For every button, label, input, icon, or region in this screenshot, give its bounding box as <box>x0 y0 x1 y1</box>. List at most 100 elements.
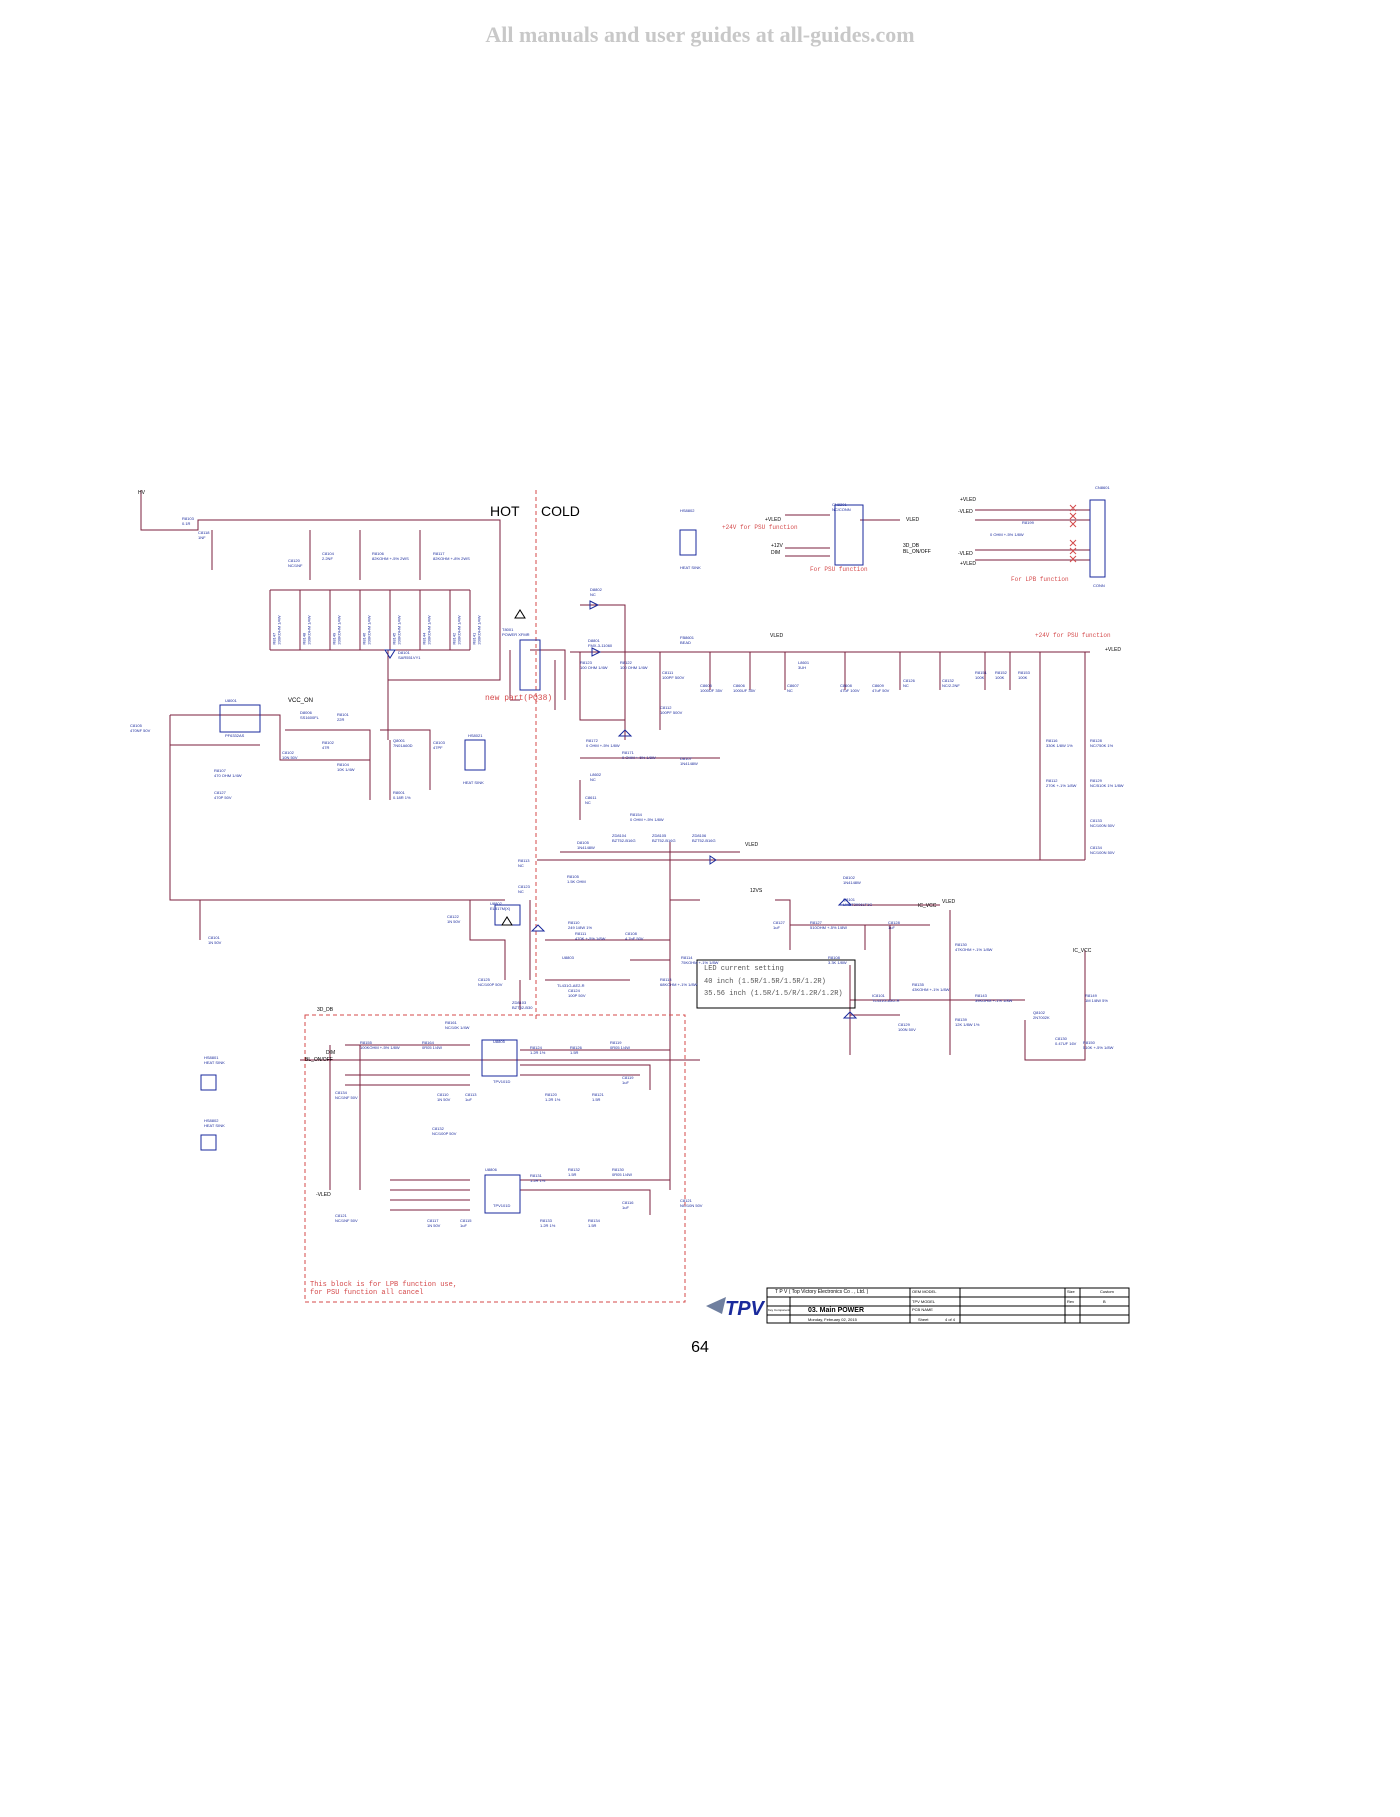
note-lpb-block-2: for PSU function all cancel <box>310 1289 424 1297</box>
r8110-label: R8110 249 1/8W 1% <box>568 920 593 930</box>
c8117-label: C8117 1N 50V <box>427 1218 441 1228</box>
r8152-label: R8152 100K <box>995 670 1007 680</box>
net-vled-minus-cn2: -VLED <box>958 509 973 515</box>
ic8101-label: IC8101 TL431G-AE2-R <box>872 993 900 1003</box>
tpv101d-2-label: TPV101D <box>493 1203 511 1208</box>
conn-label: CONN <box>1093 583 1105 588</box>
r8122-label: R8122 100 OHM 1/4W <box>620 660 648 670</box>
c8134-label: C8134 NC/100N 50V <box>1090 845 1115 855</box>
c8127-label: C8127 470P 50V <box>214 790 232 800</box>
title-main: 03. Main POWER <box>808 1307 865 1314</box>
title-date: Monday, February 02, 2015 <box>808 1317 857 1322</box>
r8116-label: R8116 330K 1/8W 1% <box>1046 738 1073 748</box>
c8123-label: C8123 NC <box>518 884 530 894</box>
u8001-label: U8001 <box>225 698 237 703</box>
u8805-label: U8805 <box>493 1039 505 1044</box>
led-current-3556: 35.56 inch (1.5R/1.5/R/1.2R/1.2R) <box>704 990 843 998</box>
c8110-label: C8110 1N 50V <box>437 1092 451 1102</box>
r8128-label: R8128 NC/750K 1% <box>1090 738 1114 748</box>
c8132b-label: C8132 NC/100P 50V <box>432 1126 457 1136</box>
title-oem-model: OEM MODEL <box>912 1289 937 1294</box>
c8121-label: C8121 NC/1NF 50V <box>335 1213 358 1223</box>
resistor-bank-7: R8142 200KOHM 1/4W <box>451 615 462 645</box>
r8139-label: R8139 12K 1/8W 1% <box>955 1017 980 1027</box>
zd8103-label: ZD8103 BZT52-B30 <box>512 1000 533 1010</box>
c8122-label: C8122 1N 50V <box>447 914 461 924</box>
r8114-label: R8114 75KOHM +-1% 1/8W <box>681 955 719 965</box>
r8134-label: R8134 1.5R <box>588 1218 600 1228</box>
u8806-label: U8806 <box>485 1167 497 1172</box>
r8103-label: R8103 0.1R <box>182 516 194 526</box>
r8154-label: R8154 0 OHM +-5% 1/8W <box>630 812 664 822</box>
c8609-label: C8609 47uF 50V <box>872 683 890 693</box>
c8105-label: C8105 470NF 50V <box>130 723 151 733</box>
r8121-label: R8121 1.5R <box>592 1092 604 1102</box>
c8124-label: C8124 100P 50V <box>568 988 586 998</box>
r8113-label: R8113 NC <box>518 858 530 868</box>
heat-sink-label: HEAT SINK <box>463 780 484 785</box>
resistor-bank-8: R8141 200KOHM 1/4W <box>471 615 482 645</box>
r8164-label: R8164 0R05 1/4W <box>422 1040 443 1050</box>
r8120-label: R8120 1.2R 1% <box>545 1092 561 1102</box>
tpv101d-label: TPV101D <box>493 1079 511 1084</box>
title-company: T P V ( Top Victory Electronics Co . , L… <box>775 1289 869 1295</box>
r8108-label: R8108 3.3K 1/8W <box>828 955 847 965</box>
r8124-label: R8124 1.2R 1% <box>530 1045 546 1055</box>
r8151-label: R8151 100K <box>975 670 987 680</box>
resistor-bank-2: R8148 200KOHM 1/4W <box>301 615 312 645</box>
c8118-label: C8118 1NF <box>198 530 210 540</box>
r8199-label: R8199 <box>1022 520 1034 525</box>
hs8802-label: HS8802 <box>680 508 695 513</box>
l8602-label: L8602 NC <box>590 772 602 782</box>
r8107-label: R8107 470 OHM 1/4W <box>214 768 242 778</box>
net-3d-db: 3D_DB <box>317 1007 334 1013</box>
title-tpv-model: TPV MODEL <box>912 1299 936 1304</box>
note-24v-psu-right: +24V for PSU function <box>1035 632 1111 639</box>
r8199-value: 0 OHM +-5% 1/8W <box>990 532 1024 537</box>
note-lpb-block-1: This block is for LPB function use, <box>310 1281 458 1289</box>
c8130-label: C8130 0.47UF 16V <box>1055 1036 1077 1046</box>
c8605-label: C8605 1000UF 35V <box>700 683 723 693</box>
d8107-label: D8107 1N4148W <box>680 756 698 766</box>
c8115-label: C8115 1uF <box>460 1218 472 1228</box>
note-new-part: new part(PQ38) <box>485 694 553 703</box>
c8128-label: C8128 1uF <box>888 920 900 930</box>
net-vled-1: VLED <box>770 633 784 639</box>
r8172-label: R8172 0 OHM +-5% 1/8W <box>586 738 620 748</box>
r8102-label: R8102 47R <box>322 740 334 750</box>
resistor-bank-4: R8146 200KOHM 1/4W <box>361 615 372 645</box>
pf6332as-label: PF6332AS <box>225 733 245 738</box>
c8132-label: C8132 NC/2.2NF <box>942 678 960 688</box>
c8113-label: C8113 1uF <box>465 1092 477 1102</box>
q8101-label: Q8101 LMBT3906LT1G <box>843 897 873 907</box>
net-12v: +12V <box>771 543 783 549</box>
c8125-label: C8125 NC/100P 50V <box>478 977 503 987</box>
c8119-label: C8119 1uF <box>622 1075 634 1085</box>
net-vled-3: VLED <box>942 899 956 905</box>
resistor-bank-6: R8144 200KOHM 1/4W <box>421 615 432 645</box>
title-sheet: Sheet <box>918 1317 929 1322</box>
net-dim-cn: DIM <box>771 550 781 556</box>
d8006-label: D8006 SS1600FL <box>300 710 319 720</box>
r8106-label: R8106 82KOHM +-5% 2WS <box>372 551 409 561</box>
watermark: All manuals and user guides at all-guide… <box>485 22 915 47</box>
r8133-label: R8133 1.2R 1% <box>540 1218 556 1228</box>
c8102-label: C8102 10N 50V <box>282 750 298 760</box>
net-vled-plus-cn3: +VLED <box>960 561 976 567</box>
net-vled-minus: -VLED <box>316 1192 331 1198</box>
l8601-label: L8601 3UH <box>798 660 810 670</box>
net-dim: DIM <box>326 1050 336 1056</box>
cold-heading: COLD <box>541 503 580 519</box>
c8101-label: C8101 1N 50V <box>208 935 222 945</box>
resistor-bank-5: R8145 200KOHM 1/4W <box>391 615 402 645</box>
r8143-label: R8143 39KOHM +-1% 1/8W <box>975 993 1013 1003</box>
note-for-lpb: For LPB function <box>1011 576 1069 583</box>
net-ic-vcc-2: IC_VCC <box>1073 948 1092 954</box>
r8119-label: R8119 0R05 1/4W <box>610 1040 631 1050</box>
c8111-label: C8111 100PF 500V <box>662 670 685 680</box>
c8120-label: C8120 NC/1NF <box>288 558 303 568</box>
r8105-label: R8105 1.5K OHM <box>567 874 586 884</box>
net-ic-vcc: IC_VCC <box>918 903 937 909</box>
r8112-label: R8112 270K +-1% 1/8W <box>1046 778 1077 788</box>
